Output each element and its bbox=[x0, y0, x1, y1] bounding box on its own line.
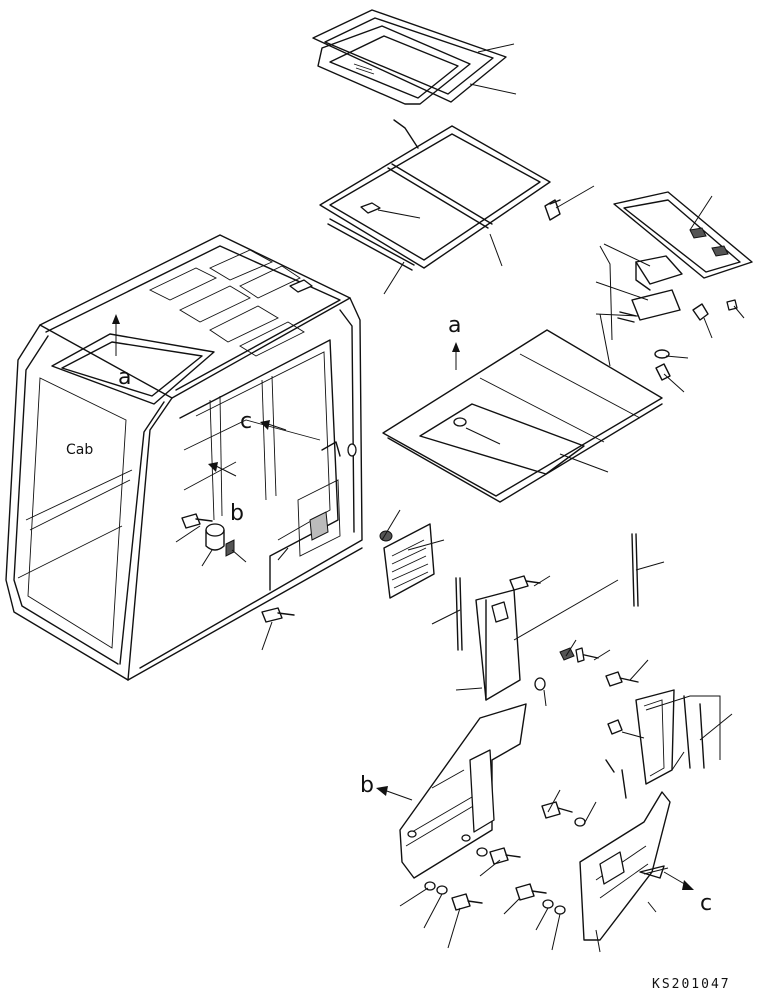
drawing-code: KS201047 bbox=[652, 977, 731, 992]
label-b-arrow: b bbox=[360, 773, 374, 798]
label-a-cab: a bbox=[118, 365, 131, 390]
fasteners bbox=[424, 671, 639, 915]
label-c-arrow: c bbox=[700, 891, 712, 916]
direction-arrows bbox=[112, 314, 694, 890]
upper-bracket bbox=[613, 191, 753, 381]
leader-lines bbox=[175, 43, 745, 953]
bolt-frame bbox=[544, 199, 561, 221]
label-cab: Cab bbox=[66, 442, 93, 458]
label-c-cab: c bbox=[240, 409, 252, 434]
cab-body bbox=[5, 234, 363, 681]
window-glass-assembly bbox=[312, 9, 507, 149]
roof-panel bbox=[382, 329, 663, 503]
vent-grille bbox=[383, 523, 435, 599]
label-a-roof: a bbox=[448, 313, 461, 338]
pillar-trim-left bbox=[399, 703, 527, 879]
label-b-cab: b bbox=[230, 501, 244, 526]
pillar-trim-center bbox=[455, 533, 639, 701]
sunshade-frame bbox=[319, 125, 551, 271]
pillar-trim-right bbox=[579, 689, 705, 941]
cab-bolts-and-mount bbox=[181, 513, 393, 623]
